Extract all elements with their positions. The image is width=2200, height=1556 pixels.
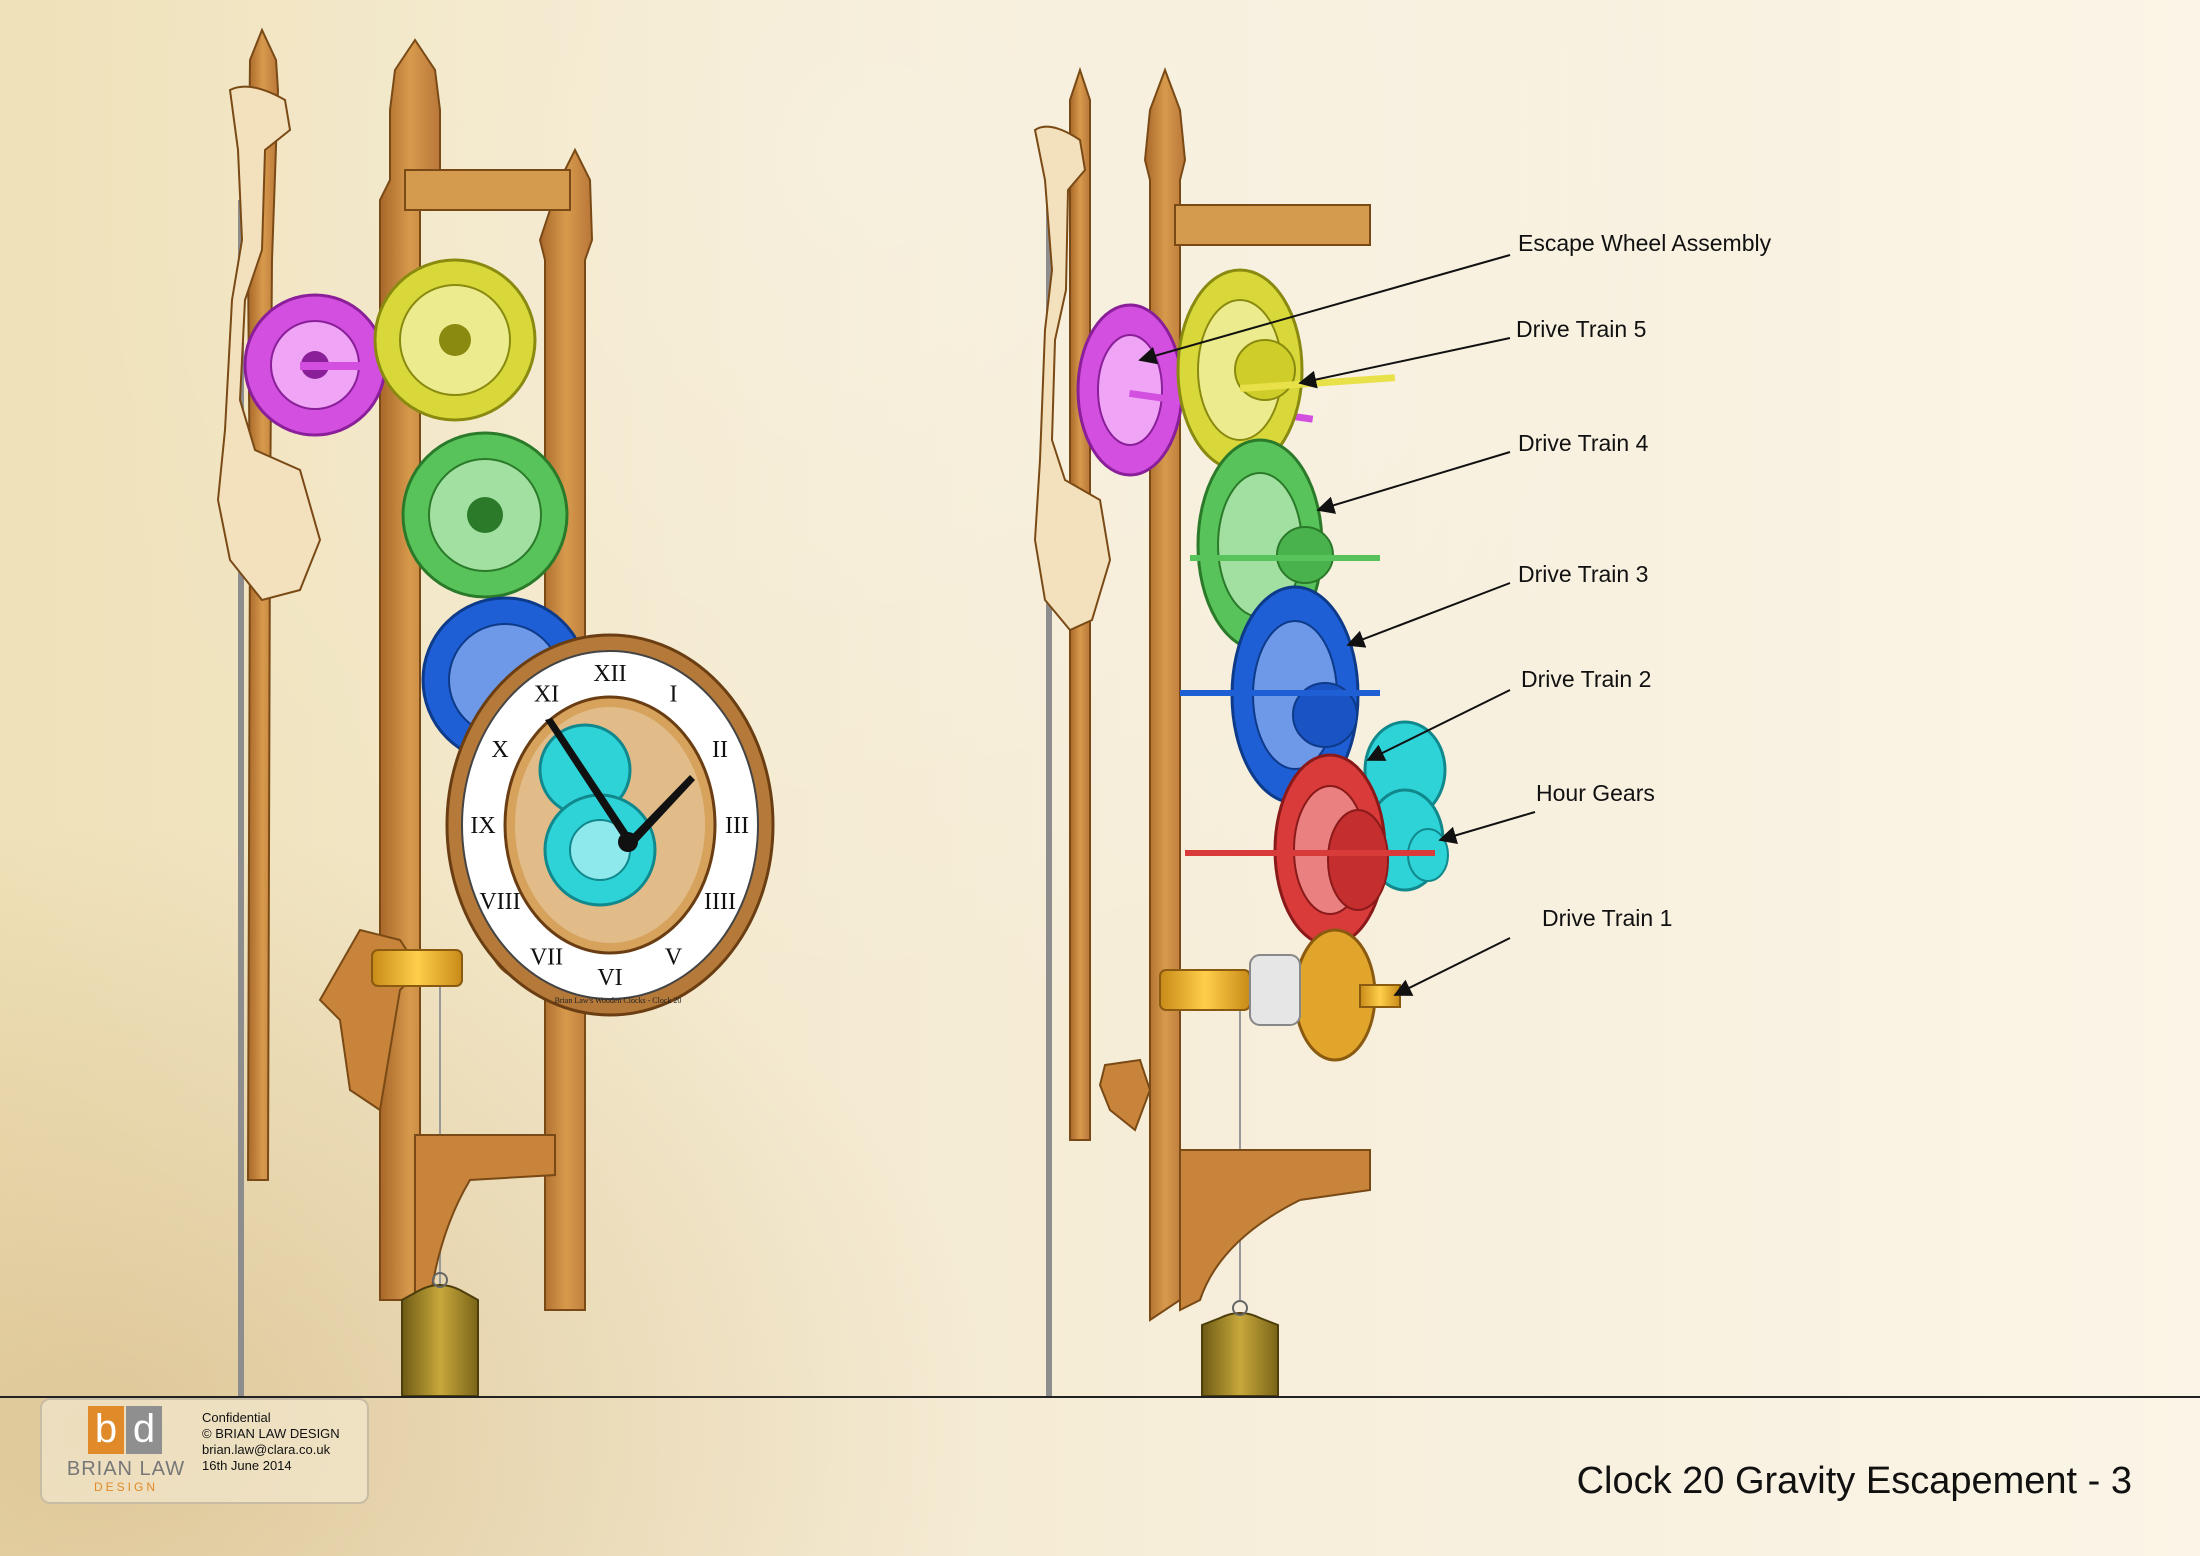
logo-subtitle: DESIGN <box>93 1480 158 1494</box>
document-info: Confidential © BRIAN LAW DESIGN brian.la… <box>202 1410 340 1474</box>
dial-numeral: III <box>725 813 749 839</box>
dial-numeral: VII <box>530 945 563 971</box>
label-drive-train-1: Drive Train 1 <box>1542 905 1673 931</box>
callout-arrow-hour-gears <box>1438 811 1536 845</box>
label-hour-gears: Hour Gears <box>1536 780 1655 806</box>
clock-dial <box>445 633 775 1017</box>
page-title: Clock 20 Gravity Escapement - 3 <box>1576 1460 2132 1502</box>
label-drive-train-3: Drive Train 3 <box>1518 561 1649 587</box>
threaded-rod-right <box>1046 140 1052 1396</box>
drive-train-3-arbor <box>1180 690 1380 696</box>
gravity-arm-left <box>216 85 322 602</box>
info-email: brian.law@clara.co.uk <box>202 1442 331 1457</box>
callout-arrow-drive-train-5 <box>1298 337 1511 389</box>
drive-train-1-right <box>1159 928 1401 1062</box>
dial-numeral: V <box>665 945 683 971</box>
dial-numeral: II <box>712 737 728 763</box>
top-crossbar-right <box>1174 204 1371 246</box>
brand-logo-mark: b d <box>88 1406 164 1456</box>
dial-numeral: VIII <box>479 889 520 915</box>
escape-arbor-left <box>300 362 450 370</box>
label-drive-train-2: Drive Train 2 <box>1521 666 1652 692</box>
info-confidential: Confidential <box>202 1410 271 1425</box>
info-date: 16th June 2014 <box>202 1458 292 1473</box>
drive-train-5-right <box>1176 268 1304 472</box>
exploded-clock <box>1033 66 1536 1397</box>
logo-name: BRIAN LAW <box>66 1458 186 1480</box>
callout-arrow-drive-train-4 <box>1316 451 1511 514</box>
gravity-arm-right <box>1033 125 1112 632</box>
label-drive-train-4: Drive Train 4 <box>1518 430 1649 456</box>
logo-letter-b: b <box>88 1406 124 1454</box>
threaded-rod-left <box>238 200 244 1396</box>
logo-letter-d: d <box>126 1406 162 1454</box>
brass-weight-right <box>1201 1300 1279 1397</box>
dial-numeral: X <box>491 737 508 763</box>
dial-numeral: IX <box>470 813 495 839</box>
dial-numeral: XII <box>593 661 626 687</box>
callout-arrow-escape-wheel <box>1138 254 1511 365</box>
lower-bracket-right <box>1179 1149 1371 1312</box>
dial-numeral: VI <box>597 965 622 991</box>
info-copyright: © BRIAN LAW DESIGN <box>202 1426 340 1441</box>
dial-numeral: I <box>670 681 678 707</box>
lower-foot-right <box>1098 1058 1152 1132</box>
callout-arrow-drive-train-1 <box>1393 937 1511 996</box>
drive-train-5-left <box>373 258 537 422</box>
top-crossbar <box>404 169 571 211</box>
footer-divider <box>0 1396 2200 1398</box>
drive-train-2-arbor <box>1185 850 1435 856</box>
brand-logo-box: b d BRIAN LAW DESIGN <box>40 1398 369 1504</box>
drive-train-4-arbor <box>1190 555 1380 561</box>
winding-drum-left <box>371 949 463 987</box>
callout-arrow-drive-train-3 <box>1346 582 1511 648</box>
drive-train-4-left <box>401 431 569 599</box>
main-frame-post-right <box>1143 67 1187 1322</box>
label-escape-wheel-assembly: Escape Wheel Assembly <box>1518 230 1772 256</box>
dial-numeral: XI <box>534 681 559 707</box>
label-drive-train-5: Drive Train 5 <box>1516 316 1647 342</box>
callout-arrow-drive-train-2 <box>1366 689 1511 761</box>
dial-maker-text: Brian Law's Wooden Clocks - Clock 20 <box>555 996 682 1005</box>
dial-numeral: IIII <box>704 889 736 915</box>
